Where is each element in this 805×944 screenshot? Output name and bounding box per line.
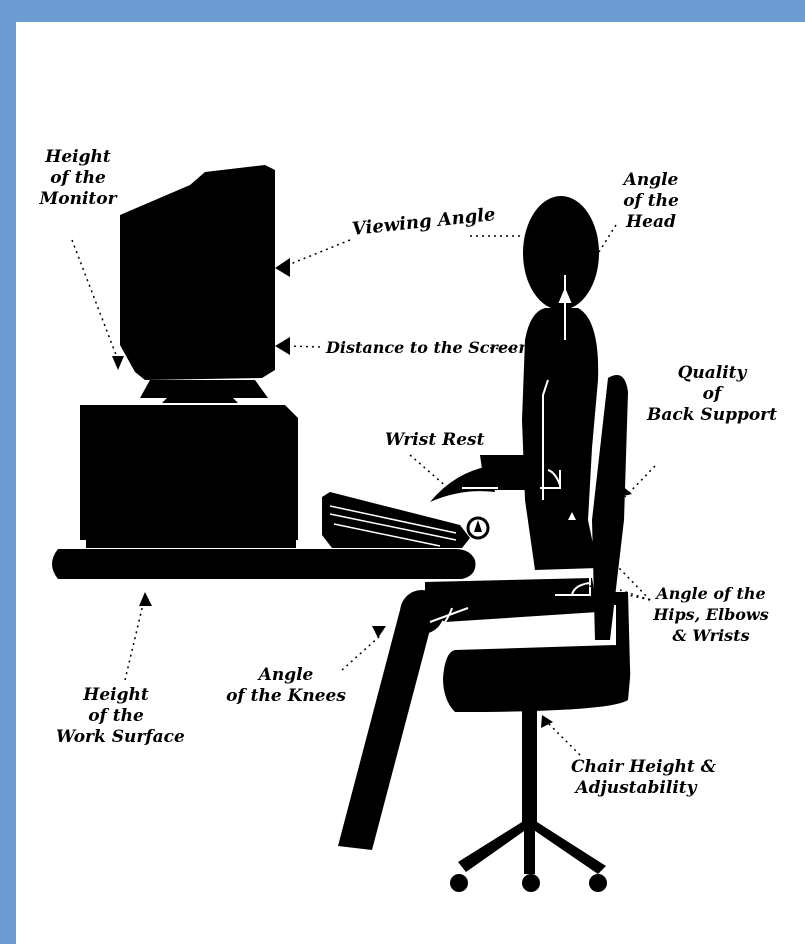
screen-distance-label-text: Distance to the Screen	[326, 337, 530, 358]
hips-elbows-wrists-label-line-1: Angle of the	[646, 583, 776, 604]
chair-height-label-line-1: Chair Height &	[571, 757, 701, 778]
monitor-height-label: Height of the Monitor	[36, 147, 120, 210]
monitor-height-label-line-3: Monitor	[36, 189, 120, 210]
knees-angle-label-line-1: Angle	[226, 665, 346, 686]
monitor-height-label-line-1: Height	[36, 147, 120, 168]
wrist-rest-label: Wrist Rest	[385, 430, 484, 451]
back-support-label: Quality of Back Support	[646, 363, 778, 426]
knees-angle-label-line-2: of the Knees	[226, 686, 346, 707]
computer-case-icon	[80, 405, 298, 548]
back-support-label-line-2: of	[646, 384, 778, 405]
screen-distance-label: Distance to the Screen	[326, 337, 530, 358]
back-support-label-line-1: Quality	[646, 363, 778, 384]
hips-elbows-wrists-label-line-2: Hips, Elbows	[646, 604, 776, 625]
monitor-height-label-line-2: of the	[36, 168, 120, 189]
chair-height-label-line-2: Adjustability	[571, 778, 701, 799]
desk-icon	[52, 549, 475, 579]
head-angle-label-line-1: Angle	[616, 170, 686, 191]
diagram-canvas: Height of the Monitor Viewing Angle Angl…	[16, 22, 805, 944]
head-angle-label-line-3: Head	[616, 212, 686, 233]
head-angle-label: Angle of the Head	[616, 170, 686, 233]
work-surface-label: Height of the Work Surface	[56, 685, 176, 748]
work-surface-label-line-3: Work Surface	[56, 727, 176, 748]
hips-elbows-wrists-label-line-3: & Wrists	[646, 625, 776, 646]
chair-height-label: Chair Height & Adjustability	[571, 757, 701, 799]
monitor-icon	[120, 165, 275, 403]
ergonomics-diagram	[16, 22, 805, 944]
knees-angle-label: Angle of the Knees	[226, 665, 346, 707]
wrist-rest-label-text: Wrist Rest	[385, 430, 484, 451]
work-surface-label-line-1: Height	[56, 685, 176, 706]
back-support-label-line-3: Back Support	[646, 405, 778, 426]
keyboard-icon	[322, 492, 488, 548]
head-angle-label-line-2: of the	[616, 191, 686, 212]
hips-elbows-wrists-label: Angle of the Hips, Elbows & Wrists	[646, 583, 776, 646]
work-surface-label-line-2: of the	[56, 706, 176, 727]
